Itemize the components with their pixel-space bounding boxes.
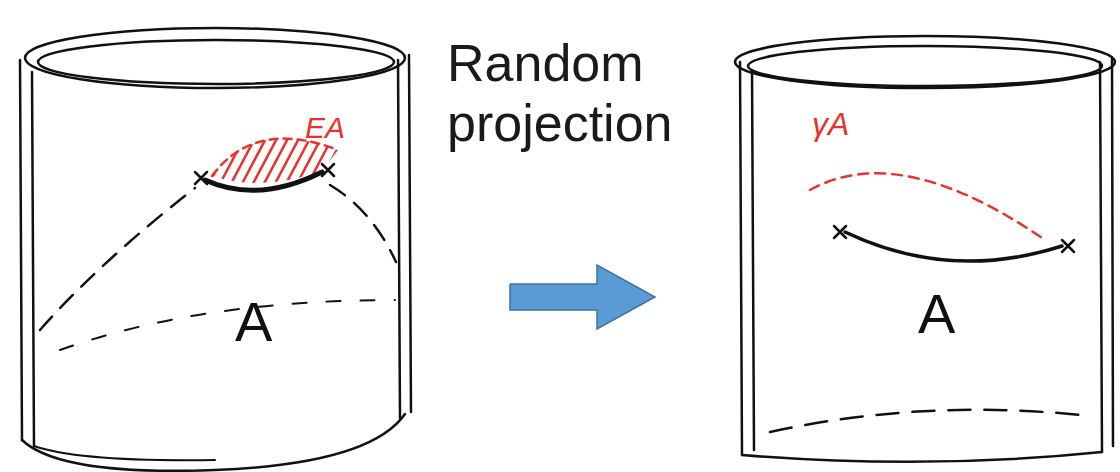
- edge-label: Random projection: [447, 34, 732, 154]
- hatch-stroke: [181, 110, 226, 195]
- hatch-stroke: [302, 110, 347, 195]
- sketch-stroke: [409, 55, 411, 412]
- block-arrow: [510, 265, 655, 329]
- hatched-region: [170, 110, 402, 195]
- hatch-stroke: [346, 110, 391, 195]
- sketch-stroke: [330, 185, 396, 262]
- sketch-stroke: [742, 452, 1102, 462]
- cylinder-region: EA A: [10, 15, 420, 470]
- sketch-stroke: [752, 70, 754, 450]
- sketch-stroke: [322, 164, 334, 176]
- sketch-stroke: [38, 40, 394, 84]
- sketch-stroke: [845, 232, 1062, 261]
- sketch-stroke: [205, 172, 322, 190]
- hatch-stroke: [247, 110, 292, 195]
- sketch-stroke: [40, 188, 195, 330]
- sketch-stroke: [32, 72, 34, 446]
- boundary-label: A: [918, 283, 955, 345]
- boundary-label: A: [235, 291, 272, 353]
- sketch-stroke: [398, 60, 400, 418]
- curve-label: γA: [812, 107, 849, 142]
- sketch-stroke: [834, 226, 846, 238]
- sketch-stroke: [60, 300, 395, 350]
- sketch-stroke: [1062, 240, 1074, 252]
- sketch-stroke: [748, 46, 1102, 86]
- sketch-stroke: [20, 60, 22, 440]
- sketch-stroke: [34, 446, 215, 460]
- region-label: EA: [305, 111, 345, 144]
- sketch-stroke: [195, 172, 207, 184]
- sketch-stroke: [1100, 62, 1102, 452]
- cylinder-outline: [730, 25, 1115, 465]
- hatch-stroke: [236, 110, 281, 195]
- sketch-stroke: [810, 173, 1045, 240]
- cylinder-outline: [10, 15, 420, 470]
- sketch-stroke: [1112, 58, 1113, 446]
- sketch-stroke: [22, 414, 405, 471]
- sketch-stroke: [25, 28, 405, 88]
- sketch-stroke: [735, 36, 1115, 88]
- sketch-stroke: [212, 139, 338, 176]
- cylinder-region: γA A: [730, 25, 1115, 465]
- hatch-stroke: [225, 110, 270, 195]
- sketch-stroke: [770, 410, 1090, 432]
- hatch-stroke: [357, 110, 402, 195]
- sketch-stroke: [740, 62, 742, 455]
